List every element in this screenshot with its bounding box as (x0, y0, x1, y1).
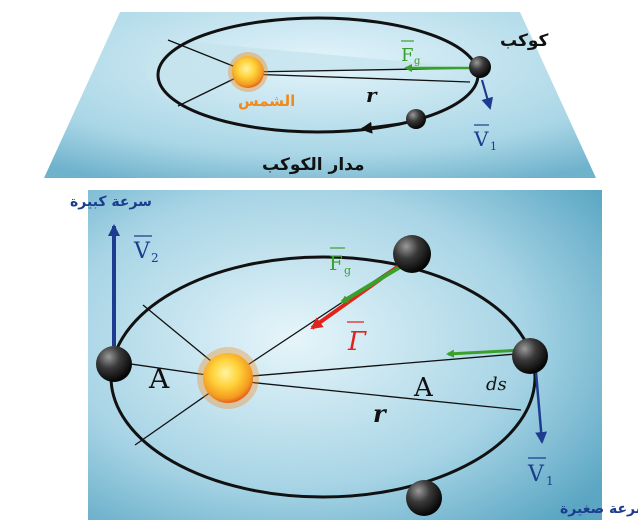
orbit-direction-arrow (360, 121, 401, 134)
bottom-planet-left (96, 346, 132, 382)
v1-label: V 1 (527, 457, 554, 488)
top-panel: كوكب الشمس F g r V 1 مدار الكوكب (44, 12, 596, 178)
v2-subscript: 2 (151, 251, 159, 265)
bottom-sun (203, 353, 253, 403)
bottom-planet-bottom (406, 480, 442, 516)
bottom-panel: سرعة كبيرة سرعة صغيرة V 2 V 1 F g Γ A A … (70, 190, 638, 520)
top-force-subscript: g (414, 56, 421, 67)
v1-arrow (534, 371, 548, 444)
top-velocity-label: V 1 (473, 124, 497, 153)
v1-subscript: 1 (546, 474, 554, 488)
right-area-line-1 (227, 352, 529, 379)
orbit-label: مدار الكوكب (262, 155, 365, 175)
bottom-planet-top (393, 235, 431, 273)
top-velocity-letter: V (473, 127, 489, 151)
top-planet-2 (406, 109, 426, 129)
sun-label: الشمس (238, 92, 295, 110)
gamma-letter: Γ (347, 327, 367, 357)
top-sun (232, 56, 264, 88)
v1-letter: V (527, 462, 545, 487)
low-speed-label: سرعة صغيرة (560, 501, 638, 517)
bottom-force-subscript: g (344, 264, 351, 277)
high-speed-label: سرعة كبيرة (70, 194, 152, 210)
bottom-force-arrow-2 (446, 348, 523, 358)
bottom-force-letter: F (329, 251, 343, 275)
top-force-label: F g (401, 40, 421, 67)
area-left-label: A (148, 362, 170, 395)
top-velocity-arrow (480, 79, 494, 110)
top-radius-line-4 (247, 73, 471, 83)
v2-label: V 2 (133, 235, 159, 265)
gamma-label: Γ (347, 321, 367, 357)
bottom-planet-right (512, 338, 548, 374)
bottom-radius-label: r (373, 399, 388, 428)
planet-label: كوكب (500, 31, 549, 51)
bottom-force-arrow-1 (340, 262, 407, 304)
top-force-letter: F (401, 45, 414, 66)
swept-area (146, 40, 476, 106)
area-right-label: A (413, 373, 434, 403)
v2-letter: V (133, 239, 151, 264)
bottom-force-label: F g (329, 247, 351, 277)
top-radius-label: r (366, 83, 378, 107)
top-planet-1 (469, 56, 491, 78)
ds-label: ds (486, 374, 507, 395)
top-velocity-subscript: 1 (490, 140, 497, 153)
right-area-line-2 (227, 379, 522, 411)
